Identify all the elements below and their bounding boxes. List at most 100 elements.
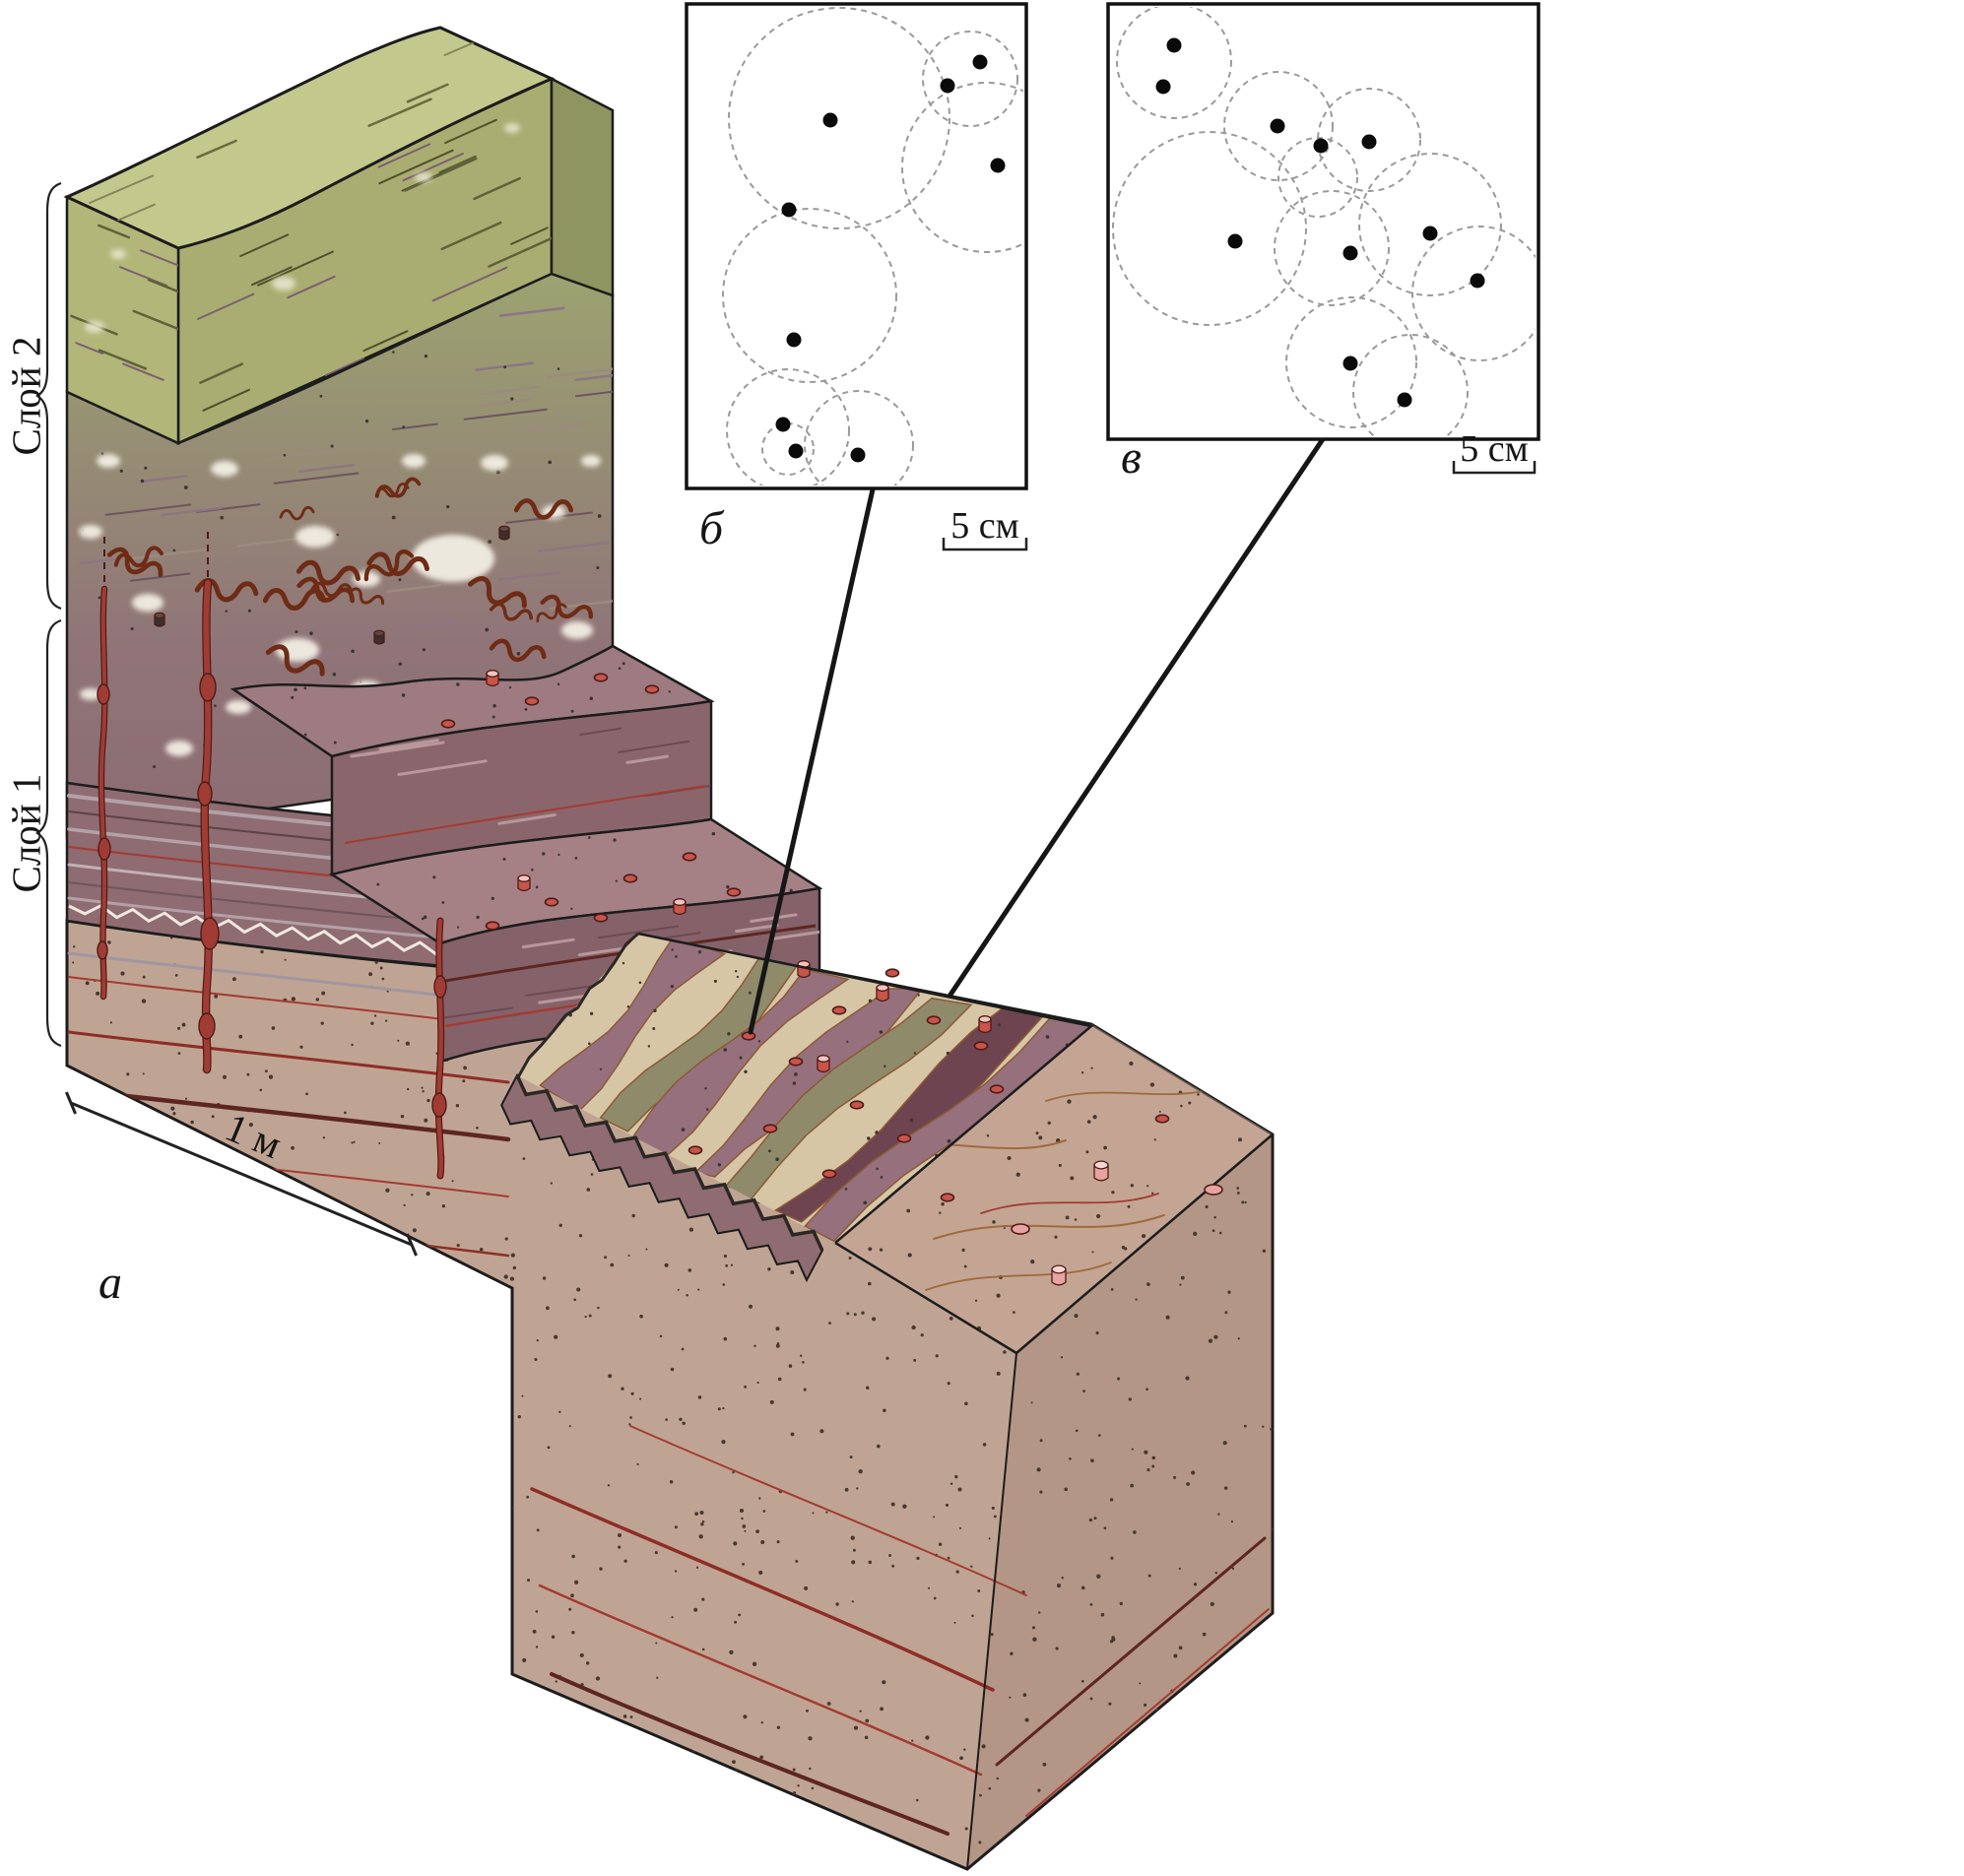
- burrow-center-dot: [822, 112, 838, 128]
- burrow-center-dot: [1422, 226, 1438, 241]
- scale-bar-b: 5 см: [942, 505, 1028, 551]
- burrow-center-dot: [972, 54, 988, 70]
- base-top-tint: [835, 1024, 1273, 1353]
- platform-left-edge: [515, 932, 639, 1080]
- ripple-front-zigzag: [515, 1074, 824, 1252]
- burrow-center-dot: [990, 158, 1006, 173]
- insetV-content: [1112, 7, 1536, 436]
- burrow-center-dot: [786, 332, 802, 348]
- inset-panel-b: [685, 2, 1028, 490]
- platform-outline: [637, 932, 1094, 1244]
- burrow-halo-circle: [901, 82, 1023, 253]
- scale-bar-b-bracket: [942, 538, 1028, 551]
- scale-bar-main-tick-right: [406, 1233, 418, 1257]
- base-right-tint: [967, 1134, 1273, 1869]
- ripple-band: [804, 1016, 1091, 1243]
- base-crease-corner: [966, 1352, 1017, 1870]
- terrace-a-openings: [440, 670, 660, 729]
- green-left-laminae: [70, 224, 178, 381]
- burrow-halo-circle: [804, 390, 914, 485]
- burrow-opening: [622, 873, 638, 883]
- ripple-band: [631, 968, 850, 1157]
- burrow-halo-circle: [1277, 137, 1358, 218]
- burrow-opening: [989, 1084, 1005, 1094]
- vertical-burrows: [97, 532, 447, 1180]
- burrow-opening: [831, 1005, 847, 1015]
- ripple-band: [723, 997, 973, 1201]
- burrow-opening: [687, 1145, 703, 1155]
- burrow-opening: [682, 852, 697, 862]
- burrow-opening: [1011, 1223, 1030, 1235]
- burrow-opening: [524, 696, 540, 706]
- burrow-halo-circle: [1411, 226, 1536, 361]
- scale-b-label: 5 см: [950, 505, 1018, 547]
- inset-b-frame: [685, 2, 1028, 490]
- burrow-opening: [884, 968, 900, 978]
- base-crease-front: [834, 1241, 1017, 1355]
- burrow-center-dot: [1470, 273, 1485, 289]
- terrace-b-openings: [485, 852, 742, 931]
- base-top-openings: [940, 1114, 1223, 1286]
- burrow-center-dot: [940, 78, 955, 94]
- burrow-halo-circle: [1285, 296, 1417, 428]
- burrow-opening: [762, 1124, 778, 1133]
- burrow-halo-circle: [1274, 190, 1390, 306]
- burrow-center-dot: [1342, 356, 1358, 371]
- burrow-center-dot: [781, 202, 797, 218]
- burrow-opening: [940, 1193, 955, 1202]
- burrow-halo-circle: [1358, 153, 1502, 296]
- scale-bar-main-line: [70, 1101, 413, 1247]
- burrow-center-dot: [1397, 392, 1412, 408]
- green-top-face: [63, 26, 556, 250]
- panel-a-label: а: [98, 1257, 122, 1309]
- burrow-opening: [788, 1057, 804, 1067]
- burrow-halo-circle: [1352, 334, 1469, 436]
- outcrop-block: [63, 26, 1275, 1871]
- burrow-center-dot: [1166, 37, 1182, 53]
- burrow-opening: [1154, 1114, 1170, 1124]
- burrow-halo-circle: [1112, 131, 1307, 326]
- scale-bar-v-bracket: [1452, 461, 1537, 475]
- burrow-opening: [644, 684, 660, 694]
- burrow-opening: [821, 1169, 837, 1179]
- burrow-center-dot: [1270, 118, 1285, 134]
- burrow-halo-circle: [722, 208, 897, 383]
- burrow-opening: [726, 887, 742, 897]
- burrow-opening: [1204, 1184, 1223, 1196]
- burrow-opening: [440, 719, 456, 729]
- burrow-opening: [485, 921, 500, 931]
- burrow-opening: [849, 1100, 865, 1110]
- burrow-halo-circle: [1116, 7, 1232, 119]
- burrow-center-dot: [1155, 79, 1171, 95]
- layer1-bracket: [35, 618, 62, 1048]
- burrow-halo-circle: [728, 7, 950, 229]
- burrow-center-dot: [1342, 245, 1358, 261]
- base-crease-right: [1015, 1133, 1274, 1354]
- scale-bar-v: 5 см: [1452, 428, 1537, 475]
- layer1-label: Слой 1: [3, 774, 48, 893]
- ripple-band: [539, 936, 727, 1112]
- burrow-center-dot: [850, 447, 866, 463]
- scale-bar-main-tick-left: [65, 1091, 77, 1115]
- burrow-center-dot: [775, 417, 791, 432]
- layer2-bracket: [35, 181, 62, 611]
- burrow-halo-circle: [726, 368, 850, 485]
- panel-v-label: в: [1121, 431, 1142, 484]
- green-side-face: [550, 76, 615, 297]
- burrow-opening: [896, 1133, 912, 1143]
- burrow-opening: [926, 1015, 942, 1025]
- burrow-center-dot: [1361, 134, 1377, 150]
- burrow-center-dot: [1227, 233, 1243, 249]
- inset-panel-v: [1106, 2, 1540, 441]
- scale-v-label: 5 см: [1460, 428, 1528, 470]
- burrow-halo-circle: [1317, 88, 1421, 192]
- burrow-halo-circle: [922, 31, 1018, 127]
- burrow-center-dot: [1313, 138, 1329, 154]
- leader-line-v: [948, 436, 1326, 998]
- ripple-platform: [517, 934, 1091, 1243]
- burrow-center-dot: [788, 443, 804, 459]
- annotations: Слой 2 Слой 1 1 м а б в 5 см 5 см: [3, 181, 1537, 1309]
- panel-b-label: б: [699, 502, 725, 554]
